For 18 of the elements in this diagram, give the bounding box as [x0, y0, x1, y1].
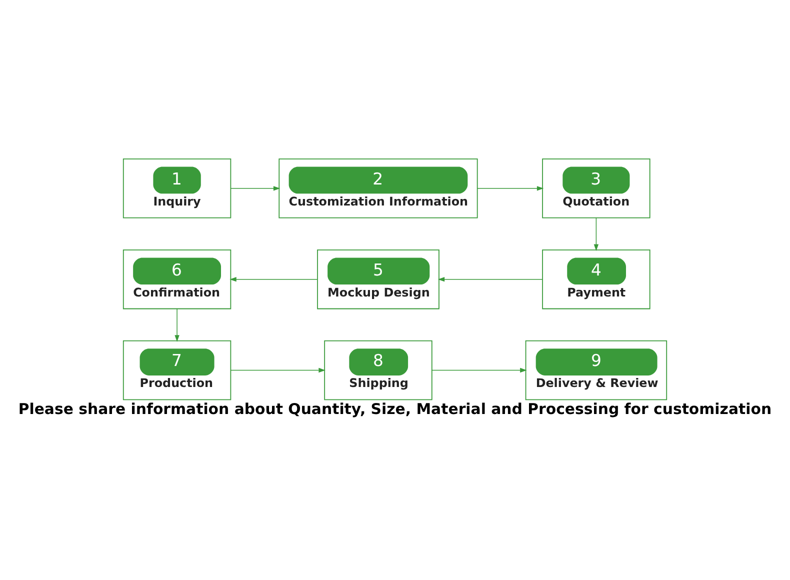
arrow — [230, 186, 280, 190]
node-box: 2 Customization Information — [278, 158, 478, 218]
arrow — [594, 217, 599, 250]
node-box: 5 Mockup Design — [317, 248, 440, 309]
arrow — [230, 276, 318, 282]
node-box: 6 Confirmation — [122, 248, 232, 309]
caption: Please share information about Quantity, Size, Material and Processing for customization — [18, 399, 772, 418]
arrow — [174, 308, 180, 342]
arrow — [230, 367, 326, 372]
node-box: 9 Delivery & Review — [525, 340, 668, 400]
node-box: 3 Quotation — [542, 158, 650, 218]
node-box: 4 Payment — [542, 248, 650, 309]
arrow — [438, 276, 543, 282]
node-box: 1 Inquiry — [122, 158, 232, 218]
arrow — [477, 186, 544, 190]
node-box: 8 Shipping — [324, 340, 432, 400]
arrow — [432, 367, 527, 372]
node-box: 7 Production — [122, 340, 232, 400]
